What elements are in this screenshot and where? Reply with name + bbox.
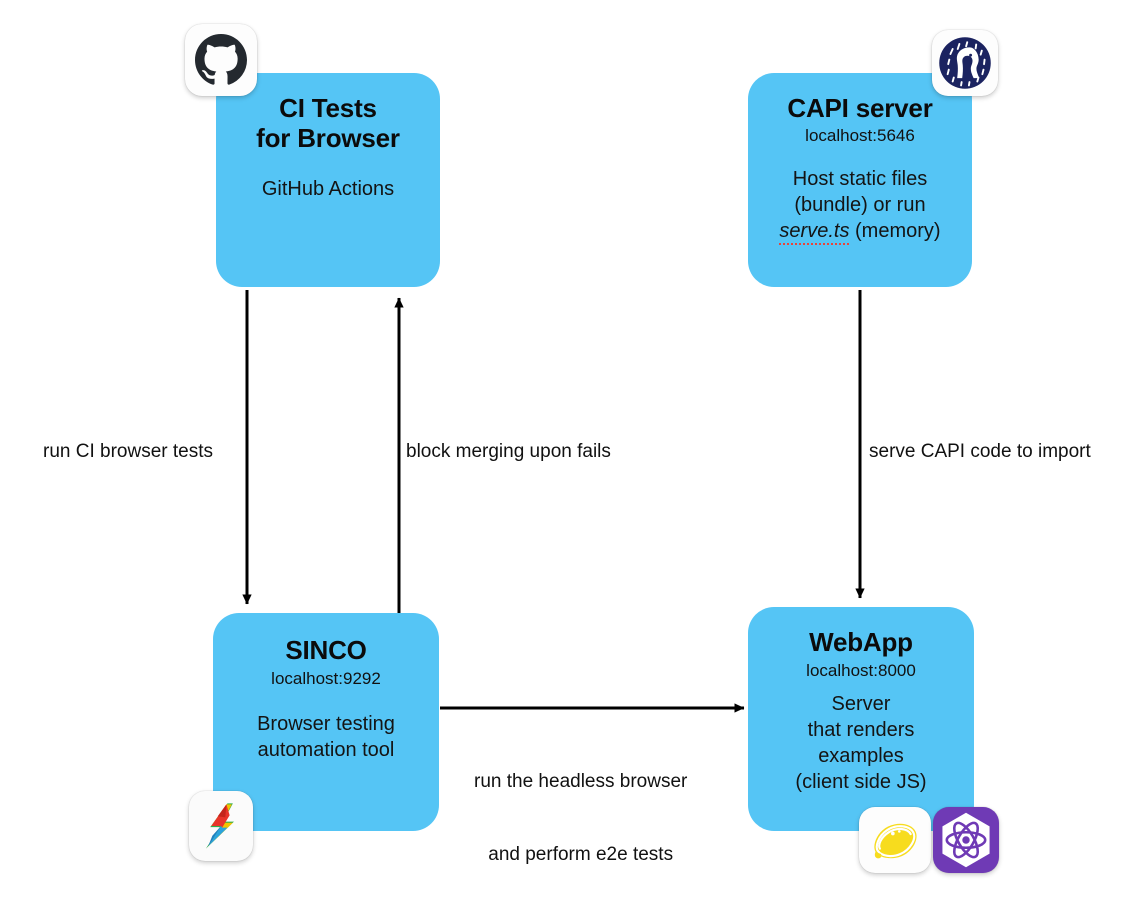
sinco-lightning-icon[interactable] <box>189 791 253 861</box>
node-webapp-title: WebApp <box>809 627 913 657</box>
node-capi-server-host: localhost:5646 <box>805 126 915 146</box>
drash-lemon-icon[interactable] <box>859 807 931 873</box>
edge-label-run-headless-browser-line2: and perform e2e tests <box>488 843 674 865</box>
node-sinco-description: Browser testing automation tool <box>257 711 395 763</box>
edge-label-run-headless-browser-line1: run the headless browser <box>474 770 688 792</box>
node-ci-tests-title-line1: CI Tests <box>279 93 377 123</box>
preact-atom-icon[interactable] <box>933 807 999 873</box>
node-ci-tests-title-line2: for Browser <box>256 123 400 154</box>
node-ci-tests-title: CI Tests for Browser <box>256 93 400 154</box>
node-capi-server-desc-file: serve.ts <box>779 219 850 245</box>
node-sinco[interactable]: SINCO localhost:9292 Browser testing aut… <box>213 613 439 831</box>
node-capi-server-desc-line3-tail: (memory) <box>849 219 941 242</box>
edge-label-serve-capi-code-to-import: serve CAPI code to import <box>869 441 1091 462</box>
edge-label-run-ci-browser-tests: run CI browser tests <box>43 441 213 462</box>
node-webapp[interactable]: WebApp localhost:8000 Server that render… <box>748 607 974 831</box>
node-webapp-desc-line4: (client side JS) <box>795 770 927 793</box>
node-webapp-description: Server that renders examples (client sid… <box>795 691 926 795</box>
deno-icon[interactable] <box>932 30 998 96</box>
node-webapp-desc-line2: that renders <box>807 718 915 741</box>
node-sinco-desc-line1: Browser testing <box>257 712 395 735</box>
edge-label-block-merging-upon-fails: block merging upon fails <box>406 441 611 462</box>
node-capi-server-title: CAPI server <box>787 93 933 123</box>
node-ci-tests-description: GitHub Actions <box>261 177 395 200</box>
node-capi-server[interactable]: CAPI server localhost:5646 Host static f… <box>748 73 972 287</box>
node-ci-tests[interactable]: CI Tests for Browser GitHub Actions <box>216 73 440 287</box>
node-webapp-desc-line1: Server <box>831 692 891 715</box>
node-webapp-desc-line3: examples <box>818 744 904 767</box>
edge-label-run-headless-browser: run the headless browser and perform e2e… <box>474 721 687 891</box>
node-sinco-title: SINCO <box>285 635 367 665</box>
node-sinco-host: localhost:9292 <box>271 669 381 689</box>
node-capi-server-description: Host static files (bundle) or run serve.… <box>779 166 941 245</box>
github-icon[interactable] <box>185 24 257 96</box>
node-capi-server-desc-line2: (bundle) or run <box>794 193 926 216</box>
node-capi-server-desc-line1: Host static files <box>792 167 928 190</box>
node-webapp-host: localhost:8000 <box>806 661 916 681</box>
node-sinco-desc-line2: automation tool <box>257 738 395 761</box>
